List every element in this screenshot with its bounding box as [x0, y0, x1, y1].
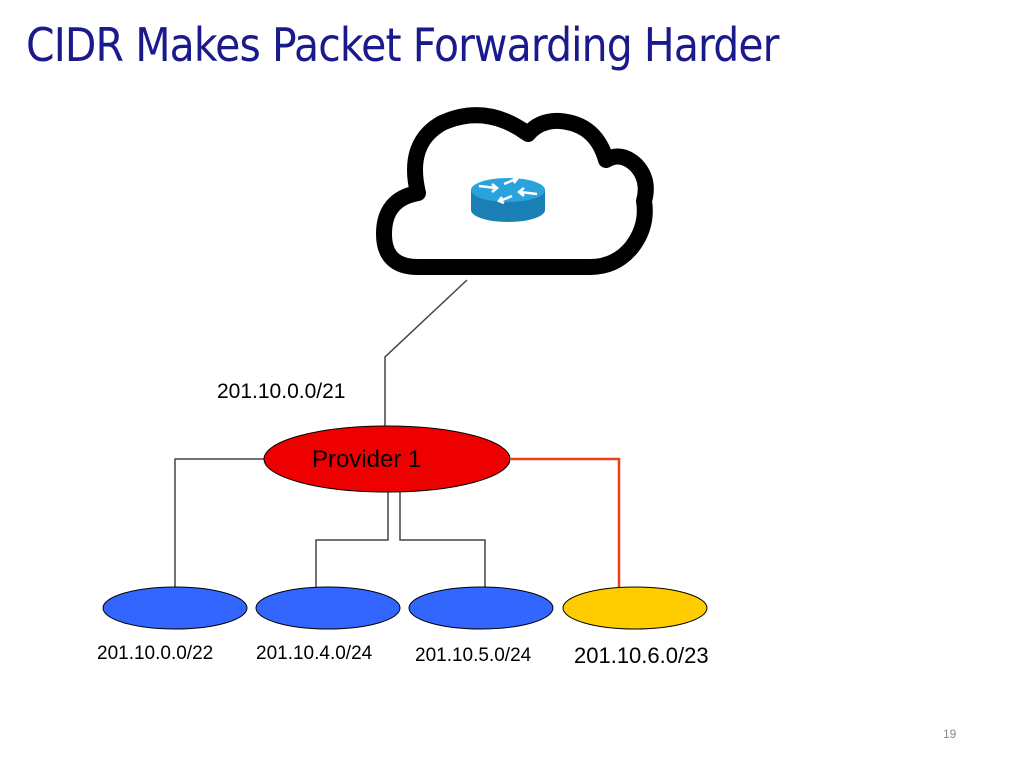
provider-node	[263, 425, 511, 493]
aggregate-prefix-label: 201.10.0.0/21	[217, 380, 346, 403]
network-prefix-label: 201.10.4.0/24	[256, 643, 373, 664]
network-node	[102, 586, 248, 630]
link-net-0	[174, 458, 264, 587]
network-prefix-label: 201.10.0.0/22	[97, 643, 214, 664]
network-prefix-label: 201.10.6.0/23	[574, 643, 709, 668]
links	[174, 279, 486, 587]
provider-label: Provider 1	[312, 446, 422, 473]
network-node	[562, 586, 708, 630]
slide-title: CIDR Makes Packet Forwarding Harder	[26, 18, 779, 72]
network-node	[255, 586, 401, 630]
link-net-3	[511, 457, 621, 587]
link-net-1	[315, 492, 389, 587]
uplink-line	[384, 279, 468, 427]
router-icon	[471, 175, 545, 222]
network-node	[408, 586, 554, 630]
page-number: 19	[943, 727, 957, 741]
link-net-2	[399, 492, 486, 587]
network-prefix-label: 201.10.5.0/24	[415, 645, 532, 666]
